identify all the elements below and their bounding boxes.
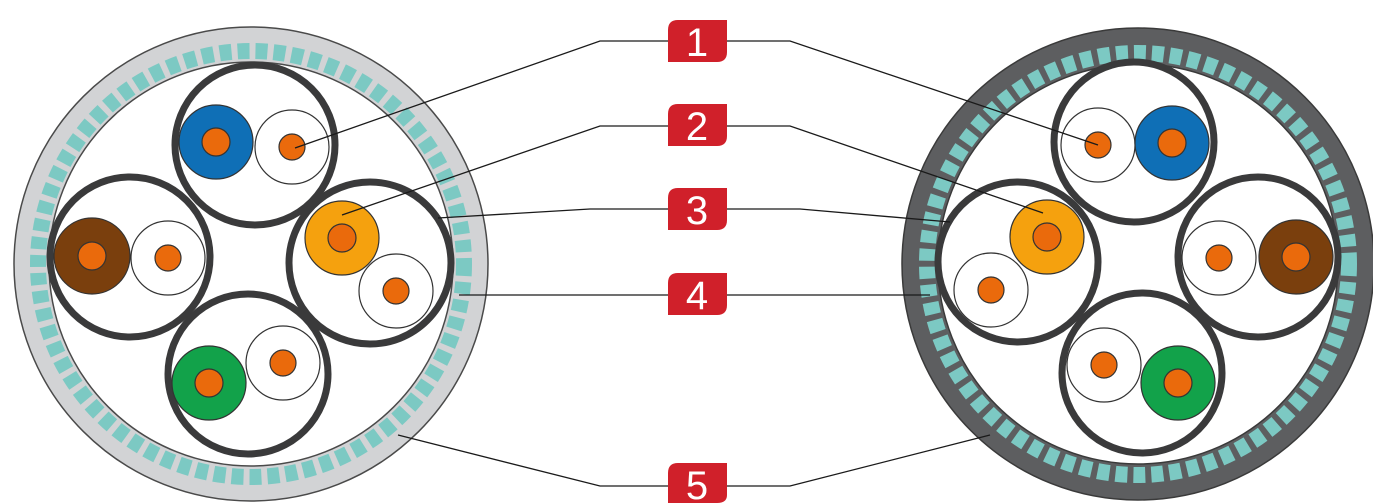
leader-line-1-right — [727, 40, 1099, 146]
conductor — [154, 244, 182, 272]
leader-line-2-left — [341, 125, 668, 216]
callout-badge-3: 3 — [668, 188, 727, 233]
callout-number: 1 — [686, 21, 708, 65]
conductor — [194, 368, 224, 398]
conductor — [977, 276, 1005, 304]
callout-number: 3 — [686, 189, 708, 233]
callout-badge-1: 1 — [668, 20, 727, 65]
callout-number: 5 — [686, 464, 708, 503]
conductor — [201, 127, 231, 157]
twisted-pair-green-right — [1058, 289, 1226, 457]
leader-line-2-right — [727, 125, 1044, 214]
badge-shape — [668, 273, 727, 315]
leader-line-5-right — [727, 434, 991, 487]
leader-lines — [294, 40, 1099, 487]
callout-badge-4: 4 — [668, 273, 727, 318]
conductor — [1281, 242, 1311, 272]
leader-line-3-right — [727, 208, 951, 223]
callout-badge-2: 2 — [668, 104, 727, 149]
cable-left — [13, 26, 489, 502]
foil-shield-left — [30, 43, 472, 485]
leader-line-3-left — [437, 208, 668, 219]
twisted-pair-blue-right — [1050, 58, 1218, 226]
conductor — [1090, 351, 1118, 379]
conductor — [278, 133, 306, 161]
twisted-pair-blue-left — [171, 61, 339, 229]
badge-shape — [668, 104, 727, 146]
callout-number: 4 — [686, 274, 708, 318]
pair-ring — [1174, 173, 1342, 341]
badge-shape — [668, 463, 727, 503]
twisted-pair-orange-right — [934, 178, 1102, 346]
conductor — [382, 277, 410, 305]
conductor — [1205, 244, 1233, 272]
callout-number: 2 — [686, 105, 708, 149]
conductor — [1157, 128, 1187, 158]
twisted-pair-brown-left — [46, 173, 214, 341]
leader-line-5-left — [397, 434, 668, 487]
conductor — [77, 241, 107, 271]
badge-shape — [668, 20, 727, 62]
callout-badge-5: 5 — [668, 463, 727, 503]
twisted-pair-brown-right — [1174, 173, 1342, 341]
twisted-pair-orange-left — [285, 178, 455, 348]
badge-shape — [668, 188, 727, 230]
conductor — [327, 223, 357, 253]
callout-badges: 1 2 3 4 5 — [668, 20, 727, 503]
leader-line-1-left — [294, 40, 668, 149]
cable-right — [901, 27, 1373, 501]
twisted-pair-green-left — [164, 290, 332, 458]
conductor — [1032, 222, 1062, 252]
foil-shield-right — [919, 45, 1357, 483]
conductor — [1163, 368, 1193, 398]
conductor — [269, 349, 297, 377]
